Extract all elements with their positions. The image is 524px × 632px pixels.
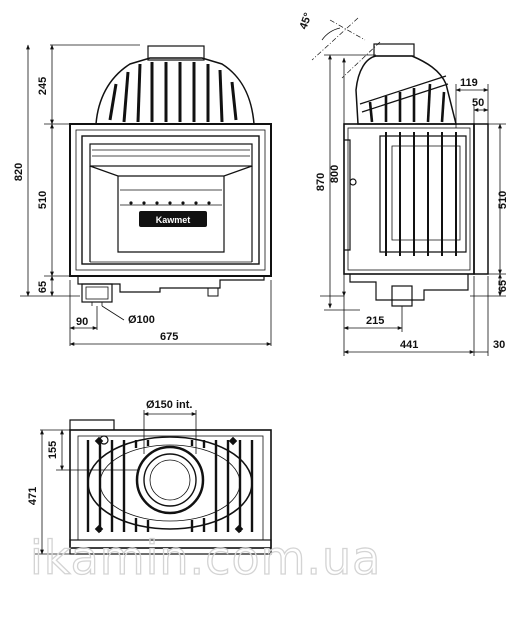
front-dim-opening: 510 xyxy=(37,191,49,209)
side-dim-outlet-offset: 215 xyxy=(366,315,384,327)
front-dim-width: 675 xyxy=(160,331,178,343)
side-firebox xyxy=(379,135,467,253)
front-outlet-pipe xyxy=(81,283,113,303)
side-top-hood xyxy=(355,55,457,125)
front-inner-frame xyxy=(75,129,266,271)
top-dim-depth: 471 xyxy=(27,487,39,505)
top-ribs xyxy=(86,440,254,532)
front-top-dome xyxy=(95,57,255,125)
top-dim-flue-offset: 155 xyxy=(47,441,59,459)
front-air-holes xyxy=(129,201,211,205)
side-hood-ribs xyxy=(368,83,446,123)
front-flue-collar xyxy=(147,45,205,61)
front-dim-top-section: 245 xyxy=(37,77,49,95)
top-outer-frame xyxy=(69,429,272,549)
front-dim-total-height: 820 xyxy=(13,163,25,181)
top-view-dimensions: Ø150 int. 155 471 xyxy=(27,399,197,555)
front-glass-window xyxy=(81,135,260,265)
side-dim-body-height: 800 xyxy=(329,165,341,183)
front-view: Kawmet xyxy=(69,45,272,306)
side-dim-total-height: 870 xyxy=(315,173,327,191)
front-dim-outlet-offset: 90 xyxy=(76,316,88,328)
watermark: ikamin.com.ua xyxy=(30,531,381,585)
side-outlet-pipe xyxy=(391,285,413,307)
side-dim-depth: 441 xyxy=(400,339,418,351)
front-firebox xyxy=(89,165,253,262)
side-body-ribs xyxy=(385,132,457,256)
side-dim-base: 65 xyxy=(497,280,509,292)
front-dim-base: 65 xyxy=(37,281,49,293)
side-dim-offset-top: 119 xyxy=(460,77,478,89)
side-angled-pipe-dashed xyxy=(311,17,381,79)
front-outer-frame xyxy=(69,123,272,277)
top-dim-flue: Ø150 int. xyxy=(146,399,192,411)
side-flue-collar xyxy=(373,43,415,57)
side-dim-frame: 30 xyxy=(493,339,505,351)
top-view xyxy=(69,419,272,555)
side-door-frame xyxy=(473,123,489,275)
side-dim-offset-small: 50 xyxy=(472,97,484,109)
brand-badge xyxy=(139,211,207,227)
side-dim-opening: 510 xyxy=(497,191,509,209)
front-dim-outlet-diameter: Ø100 xyxy=(128,314,155,326)
brand-badge-text: Kawmet xyxy=(156,215,191,225)
side-view xyxy=(311,17,489,307)
top-flue-outlet xyxy=(135,445,205,515)
front-view-dimensions: 820 245 510 65 90 Ø100 675 xyxy=(13,44,272,346)
front-baffle xyxy=(89,143,253,167)
side-base xyxy=(349,274,469,301)
side-dim-angle: 45° xyxy=(298,11,315,31)
front-dome-ribs xyxy=(108,62,238,123)
side-view-dimensions: 45° 870 800 510 65 119 50 215 441 xyxy=(298,11,509,356)
